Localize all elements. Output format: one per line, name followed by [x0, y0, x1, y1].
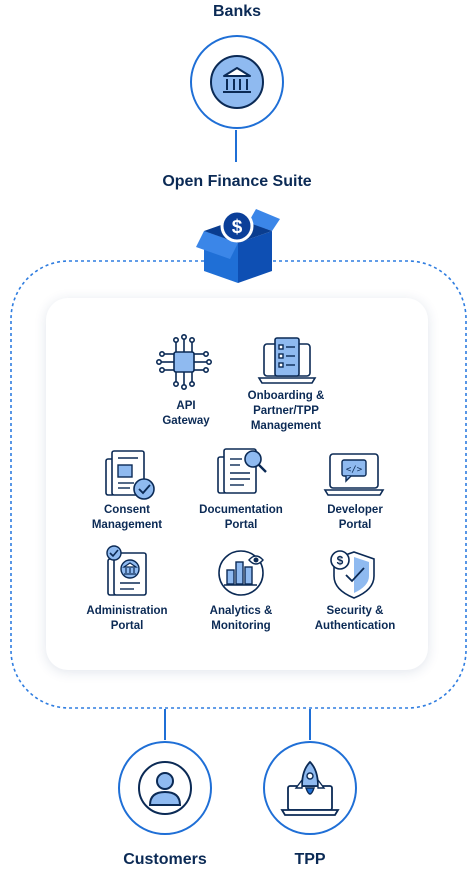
document-check-icon — [105, 450, 155, 500]
tpp-node — [263, 741, 357, 835]
laptop-checklist-icon — [257, 337, 317, 384]
module-label-consent: Consent Management — [91, 504, 163, 531]
chip-circuit-icon — [155, 333, 212, 390]
document-search-icon — [217, 448, 267, 494]
banks-label: Banks — [212, 3, 262, 20]
suite-label: Open Finance Suite — [162, 173, 312, 190]
box-dollar-icon: $ — [196, 209, 280, 283]
svg-text:</>: </> — [346, 465, 363, 475]
svg-text:$: $ — [232, 217, 243, 238]
tpp-label: TPP — [294, 851, 326, 868]
svg-text:$: $ — [337, 554, 344, 568]
user-icon — [148, 772, 182, 806]
module-label-onboarding: Onboarding & Partner/TPP Management — [247, 390, 325, 432]
module-label-security: Security & Authentication — [314, 605, 396, 632]
laptop-rocket-icon — [280, 760, 340, 816]
banks-node — [190, 35, 284, 129]
customers-node — [118, 741, 212, 835]
bank-icon — [223, 67, 251, 93]
module-label-administration: Administration Portal — [86, 605, 168, 632]
laptop-code-icon: </> — [323, 453, 385, 496]
module-label-documentation: Documentation Portal — [199, 504, 283, 531]
shield-dollar-icon: $ — [330, 550, 375, 599]
bank-document-icon — [106, 545, 147, 596]
module-label-developer: Developer Portal — [327, 504, 383, 531]
customers-label: Customers — [123, 851, 207, 868]
chart-eye-icon — [218, 550, 264, 596]
module-label-analytics: Analytics & Monitoring — [209, 605, 273, 632]
module-label-api-gateway: API Gateway — [162, 400, 210, 427]
